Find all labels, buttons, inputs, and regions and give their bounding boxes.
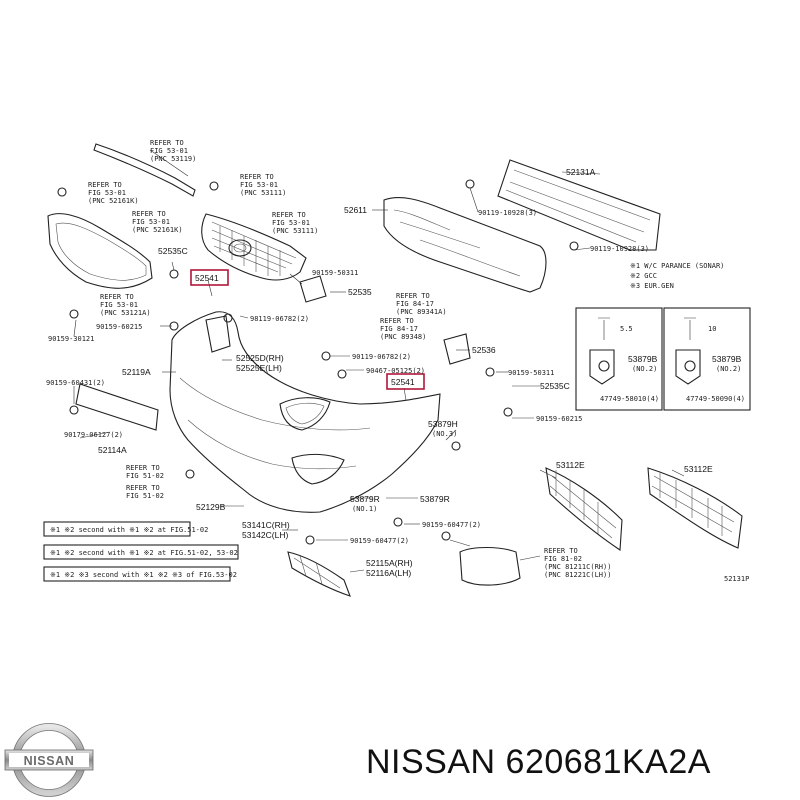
part-label: 52535 bbox=[348, 287, 372, 297]
leader-lines bbox=[73, 149, 685, 573]
part-label: 53141C(RH) bbox=[242, 520, 290, 530]
diagram-code: 52131P bbox=[724, 575, 749, 583]
dimension-label: 5.5 bbox=[620, 325, 633, 333]
side-bracket bbox=[75, 383, 159, 431]
part-label: 52129B bbox=[196, 502, 226, 512]
svg-text:※1 ※2 second with ※1 ※2 at F: ※1 ※2 second with ※1 ※2 at FIG.51-02 bbox=[50, 526, 208, 534]
part-label: (NO.1) bbox=[352, 505, 377, 513]
part-label: 53879R bbox=[350, 494, 380, 504]
nissan-logo-icon: NISSAN bbox=[4, 723, 94, 797]
part-label: 90159-60431(2) bbox=[46, 379, 105, 387]
bumper-holder-b bbox=[443, 333, 471, 365]
part-label: 53879R bbox=[420, 494, 450, 504]
part-label: 90119-10928(3) bbox=[478, 209, 537, 217]
fog-lamp-bracket bbox=[459, 546, 521, 586]
svg-text:※2 GCC: ※2 GCC bbox=[630, 272, 657, 280]
lower-retainer bbox=[287, 551, 351, 597]
bumper-reinforcement bbox=[497, 159, 661, 251]
center-grille bbox=[201, 213, 307, 281]
part-label: 52535C bbox=[158, 246, 188, 256]
energy-absorber bbox=[383, 197, 547, 293]
svg-text:※1 ※2 ※3 second with ※1 ※2 ※: ※1 ※2 ※3 second with ※1 ※2 ※3 of FIG.53-… bbox=[50, 571, 237, 579]
part-label: 90179-06127(2) bbox=[64, 431, 123, 439]
part-label: 90159-30121 bbox=[48, 335, 94, 343]
part-label: 52541 bbox=[195, 273, 219, 283]
part-number-title: NISSAN 620681KA2A bbox=[366, 743, 711, 781]
svg-text:※1 ※2 second with ※1 ※2 at F: ※1 ※2 second with ※1 ※2 at FIG.51-02, 53… bbox=[50, 549, 238, 557]
lower-grille-right bbox=[545, 467, 623, 551]
bumper-cover bbox=[169, 311, 441, 513]
part-label: 47749-50090(4) bbox=[686, 395, 745, 403]
part-label: 90159-60215 bbox=[536, 415, 582, 423]
part-label: 90159-60477(2) bbox=[422, 521, 481, 529]
part-label: 90159-50311 bbox=[312, 269, 358, 277]
part-label: 52541 bbox=[391, 377, 415, 387]
svg-text:NISSAN: NISSAN bbox=[24, 754, 75, 768]
part-label: 52611 bbox=[344, 205, 367, 215]
part-label: 53879B bbox=[712, 354, 742, 364]
part-label: 90119-10928(3) bbox=[590, 245, 649, 253]
part-label: 47749-58010(4) bbox=[600, 395, 659, 403]
part-label: (NO.2) bbox=[716, 365, 741, 373]
grille-frame bbox=[47, 213, 153, 289]
part-label: 53879H bbox=[428, 419, 458, 429]
svg-text:※3 EUR.GEN: ※3 EUR.GEN bbox=[630, 282, 674, 290]
part-label: 52114A bbox=[98, 445, 127, 455]
highlight-52541-lower bbox=[386, 373, 425, 390]
part-label: 90159-60477(2) bbox=[350, 537, 409, 545]
legend-left: ※1 ※2 second with ※1 ※2 at FIG.51-02 ※1 … bbox=[43, 521, 239, 582]
part-label: 53142C(LH) bbox=[242, 530, 288, 540]
part-label: 90119-06782(2) bbox=[352, 353, 411, 361]
part-label: (NO.3) bbox=[432, 430, 457, 438]
part-label: 52536 bbox=[472, 345, 496, 355]
part-label: 90159-60215 bbox=[96, 323, 142, 331]
part-label: 52131A bbox=[566, 167, 596, 177]
lower-grille-left bbox=[647, 467, 743, 549]
part-label: 98119-06782(2) bbox=[250, 315, 309, 323]
part-label: 90467-05125(2) bbox=[366, 367, 425, 375]
dimension-label: 10 bbox=[708, 325, 716, 333]
bumper-holder-a bbox=[299, 275, 327, 303]
part-label: 52116A(LH) bbox=[366, 568, 411, 578]
part-label: 52115A(RH) bbox=[366, 558, 413, 568]
sensor-inset bbox=[575, 307, 751, 411]
grille-molding-strip bbox=[93, 143, 196, 197]
part-label: 52535C bbox=[540, 381, 570, 391]
legend-right: ※1 W/C PARANCE (SONAR) ※2 GCC ※3 EUR.GEN bbox=[630, 262, 724, 290]
part-label: 90159-50311 bbox=[508, 369, 554, 377]
highlight-52541-upper bbox=[190, 269, 229, 286]
part-label: (NO.2) bbox=[632, 365, 657, 373]
part-label: 53879B bbox=[628, 354, 658, 364]
part-label: 53112E bbox=[556, 460, 585, 470]
part-label: 52525D(RH) bbox=[236, 353, 284, 363]
part-label: 52525E(LH) bbox=[236, 363, 282, 373]
svg-text:※1 W/C PARANCE (SONAR): ※1 W/C PARANCE (SONAR) bbox=[630, 262, 724, 270]
part-label: 53112E bbox=[684, 464, 713, 474]
part-label: 52119A bbox=[122, 367, 151, 377]
